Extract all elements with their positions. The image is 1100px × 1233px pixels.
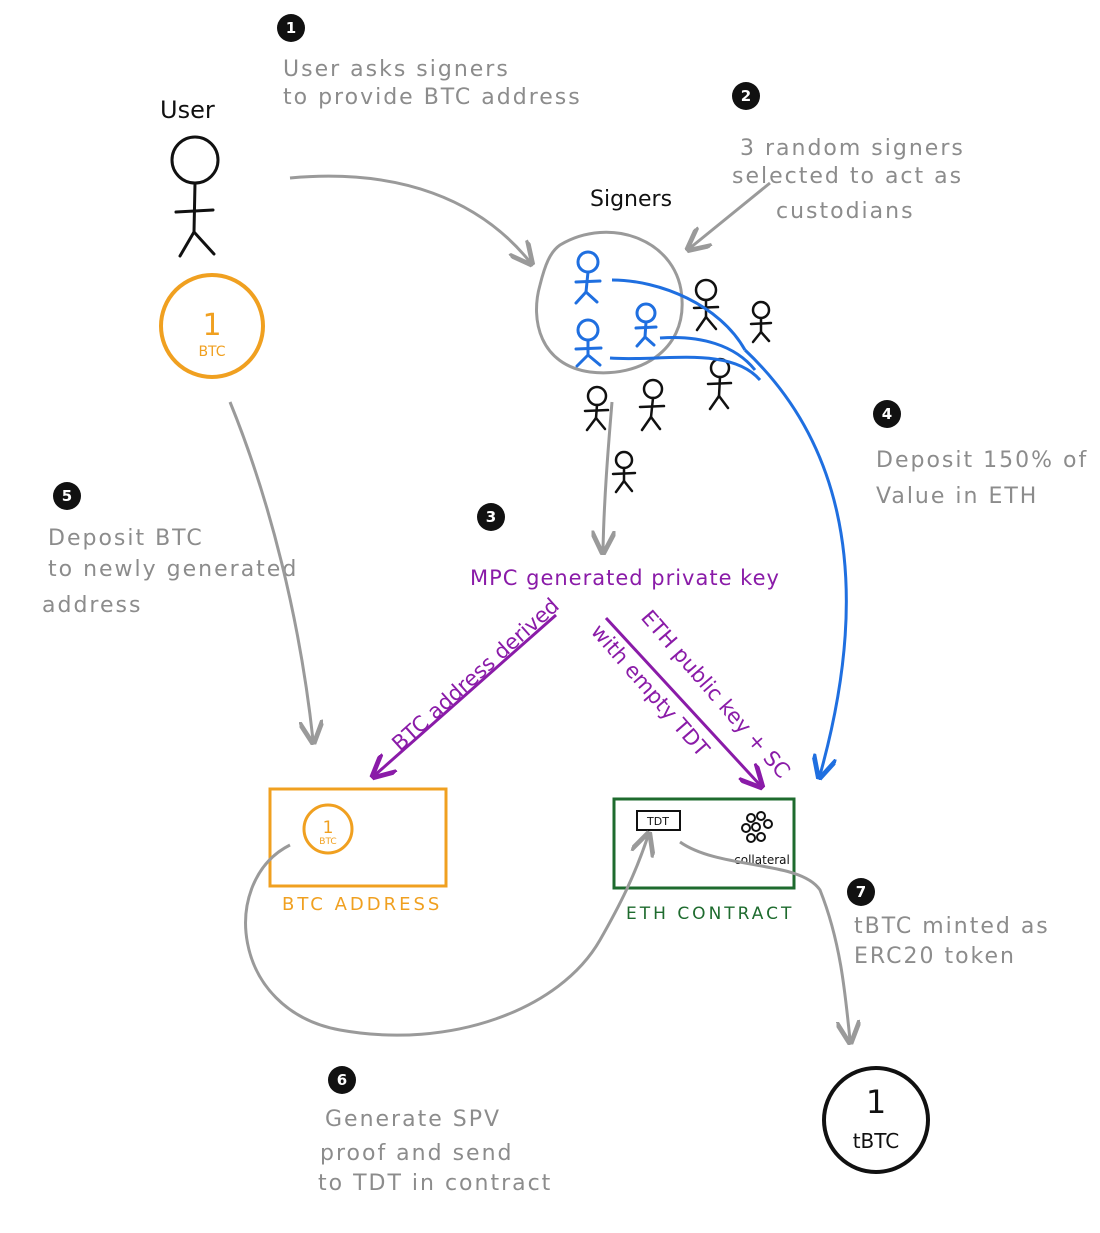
signer-group-circle xyxy=(535,230,684,375)
tbtc-amount: 1 xyxy=(866,1083,886,1121)
selected-signer-icon xyxy=(574,250,602,305)
tbtc-coin: 1 tBTC xyxy=(822,1066,930,1174)
step-3-number: 3 xyxy=(486,508,496,526)
step-3-line-1: MPC generated private key xyxy=(470,566,780,590)
step-1-number: 1 xyxy=(286,19,296,37)
step-7-number: 7 xyxy=(856,883,866,901)
step-6-line-3: to TDT in contract xyxy=(318,1171,552,1196)
collateral-strand xyxy=(611,278,747,351)
step-6-number: 6 xyxy=(337,1071,347,1089)
step-6-line-2: proof and send xyxy=(320,1141,513,1166)
step-5-line-2: to newly generated xyxy=(48,557,298,582)
signer-icon xyxy=(749,300,773,344)
signer-icon xyxy=(706,357,733,411)
tdt-box xyxy=(636,810,681,831)
step-2-line-1: 3 random signers xyxy=(740,136,965,161)
deposit-btc-arrow xyxy=(228,401,313,740)
user-coin-unit: BTC xyxy=(198,344,225,360)
collateral-strand xyxy=(659,336,757,371)
collateral-coins-icon xyxy=(741,811,773,843)
btc-address-derived-arrow xyxy=(375,613,557,775)
btc-derived-label: BTC address derived xyxy=(387,593,564,755)
tdt-label: TDT xyxy=(646,815,669,828)
user-label: User xyxy=(160,96,215,124)
selected-signer-icon xyxy=(634,302,658,348)
step-4-line-2: Value in ETH xyxy=(876,484,1038,509)
step-6-badge: 6 xyxy=(328,1066,356,1094)
step-5-line-3: address xyxy=(42,593,142,618)
signer-icon xyxy=(611,450,637,494)
box-btc-coin: 1 BTC xyxy=(302,803,354,855)
step-5-number: 5 xyxy=(62,487,72,505)
step-1-line-1: User asks signers xyxy=(283,57,510,82)
mint-tbtc-arrow xyxy=(679,840,850,1040)
step-2-line-3: custodians xyxy=(776,199,915,224)
step-1-line-2: to provide BTC address xyxy=(283,85,582,110)
selected-signer-icon xyxy=(574,318,603,368)
btc-address-label: BTC ADDRESS xyxy=(282,894,442,915)
btc-address-box xyxy=(268,787,448,888)
tbtc-unit: tBTC xyxy=(853,1129,900,1153)
box-coin-amount: 1 xyxy=(323,818,334,838)
signers-label: Signers xyxy=(590,187,672,212)
step-4-badge: 4 xyxy=(873,400,901,428)
step-5-line-1: Deposit BTC xyxy=(48,526,204,551)
signer-icon xyxy=(638,378,666,432)
step-1-badge: 1 xyxy=(277,14,305,42)
eth-contract-box xyxy=(612,797,796,890)
step-7-line-2: ERC20 token xyxy=(854,944,1016,969)
eth-contract-label: ETH CONTRACT xyxy=(626,904,794,924)
deposit-eth-arrow xyxy=(743,348,848,775)
signers-to-mpc-arrow xyxy=(603,401,612,550)
eth-key-arrow xyxy=(604,616,760,785)
collateral-strand xyxy=(609,355,762,381)
step-2-badge: 2 xyxy=(732,82,760,110)
user-coin-amount: 1 xyxy=(202,308,221,343)
step-6-line-1: Generate SPV xyxy=(325,1107,501,1132)
step-5-badge: 5 xyxy=(53,482,81,510)
step-4-line-1: Deposit 150% of xyxy=(876,448,1088,473)
selection-arrow xyxy=(690,181,771,248)
user-stick-figure-icon xyxy=(170,135,220,258)
spv-proof-arrow xyxy=(244,836,648,1037)
step-2-line-2: selected to act as xyxy=(732,164,963,189)
user-btc-coin: 1 BTC xyxy=(159,273,265,379)
eth-key-label-2: with empty TDT xyxy=(586,620,714,762)
user-to-signers-arrow xyxy=(289,174,530,262)
step-7-line-1: tBTC minted as xyxy=(854,914,1050,939)
step-3-badge: 3 xyxy=(477,503,505,531)
step-7-badge: 7 xyxy=(847,878,875,906)
step-2-number: 2 xyxy=(741,87,751,105)
signer-icon xyxy=(583,385,610,432)
box-coin-unit: BTC xyxy=(319,837,336,847)
step-4-number: 4 xyxy=(882,405,892,423)
